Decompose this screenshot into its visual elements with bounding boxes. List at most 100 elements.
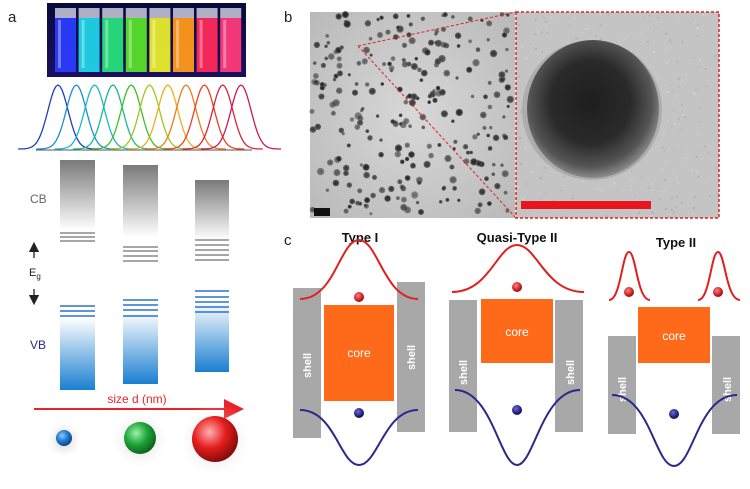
type-2-title: Type II [656, 235, 696, 250]
vial [55, 8, 76, 72]
tem-particle [401, 61, 409, 68]
tem-particle [388, 65, 395, 72]
tem-particle [379, 15, 384, 20]
tem-particle [379, 138, 383, 142]
spectrum-curve [72, 84, 153, 150]
tem-particle [318, 93, 325, 100]
tem-particle [357, 188, 363, 194]
tem-particle [475, 160, 483, 167]
tem-particle [479, 111, 487, 119]
tem-particle [394, 144, 403, 152]
type-2-electron-right [713, 287, 723, 297]
tem-particle [491, 172, 496, 176]
type-2-core-label: core [662, 329, 686, 343]
tem-particle [477, 202, 483, 208]
tem-particle [417, 180, 422, 185]
tem-particle [361, 58, 368, 65]
tem-particle [418, 209, 424, 215]
tem-particle [408, 99, 416, 107]
size-label: size d (nm) [107, 392, 166, 406]
medium-dot-sphere [124, 422, 156, 454]
tem-particle [408, 22, 413, 27]
vial [125, 8, 147, 72]
tem-particle [410, 63, 418, 70]
type-1-hole [354, 408, 364, 418]
tem-particle [336, 62, 343, 69]
tem-particle [504, 69, 509, 73]
tem-particle [455, 108, 463, 117]
tem-particle [443, 69, 451, 77]
tem-particle [382, 62, 387, 67]
tem-particle [499, 12, 505, 17]
type-2-shell-right [712, 336, 740, 434]
tem-particle [346, 182, 353, 188]
tem-particle [327, 159, 334, 166]
tem-particle [408, 37, 416, 45]
valence-band-small [60, 318, 95, 390]
tem-particle [445, 197, 450, 202]
vial [78, 8, 100, 72]
zoom-lines [357, 11, 517, 219]
tem-particle [501, 32, 508, 38]
tem-particle [500, 163, 504, 167]
tem-particle [401, 57, 406, 63]
conduction-band-medium [123, 165, 158, 237]
tem-particle [375, 114, 380, 118]
tem-particle [414, 56, 419, 61]
tem-particle [392, 13, 399, 20]
tem-particle [337, 70, 343, 77]
spectrum-curve [182, 84, 263, 150]
bandgap-arrow: Eg [28, 241, 41, 306]
type-2-hole [669, 409, 679, 419]
vial [220, 8, 242, 72]
tem-particle [363, 171, 370, 179]
tem-particle [420, 16, 426, 22]
tem-particle [452, 186, 457, 191]
type-1-shell-right [397, 282, 425, 432]
tem-particle [451, 15, 455, 19]
tem-zoom-image [515, 11, 720, 219]
panel-c-label: c [284, 232, 292, 249]
tem-particle [486, 38, 491, 42]
tem-particle [332, 179, 340, 187]
tem-particle [476, 132, 480, 136]
tem-particle [324, 56, 329, 61]
type-2-electron-wave-left [608, 250, 651, 301]
type-2-hole-wave [611, 394, 738, 468]
bandgap-label: Eg [29, 267, 41, 281]
tem-particle [335, 155, 342, 162]
tem-particle [407, 93, 413, 99]
tem-particle [449, 164, 455, 170]
tem-particle [327, 53, 335, 60]
tem-particle [502, 115, 506, 119]
vial [196, 8, 218, 72]
tem-particle [449, 176, 457, 184]
tem-particle [371, 174, 378, 180]
tem-particle [354, 124, 361, 130]
zoom-scale-bar [521, 201, 651, 209]
tem-particle [364, 20, 372, 27]
type-1-electron-wave [299, 238, 419, 300]
type-1-shell-label-left: shell [302, 353, 314, 378]
tem-particle [419, 78, 424, 82]
tem-particle [346, 143, 351, 148]
tem-particle [390, 56, 396, 62]
tem-particle [403, 118, 410, 125]
tem-particle [314, 80, 318, 84]
spectrum-curve [109, 84, 190, 150]
tem-particle [491, 162, 496, 167]
energy-level-diagram: CB VB Eg [28, 160, 229, 390]
tem-particle [423, 160, 431, 168]
valence-band-medium [123, 312, 158, 384]
tem-particle [434, 32, 438, 36]
tem-particle [368, 87, 376, 95]
tem-particle [453, 139, 458, 144]
quasi-type-2-diagram: Quasi-Type II core shell shell [449, 230, 585, 467]
tem-particle [364, 82, 370, 87]
tem-particle [470, 94, 475, 99]
tem-particle [330, 110, 336, 116]
quasi-type-2-core [481, 299, 553, 363]
tem-particle [469, 150, 474, 155]
tem-particle [370, 192, 376, 199]
spectrum-curve [36, 84, 117, 150]
